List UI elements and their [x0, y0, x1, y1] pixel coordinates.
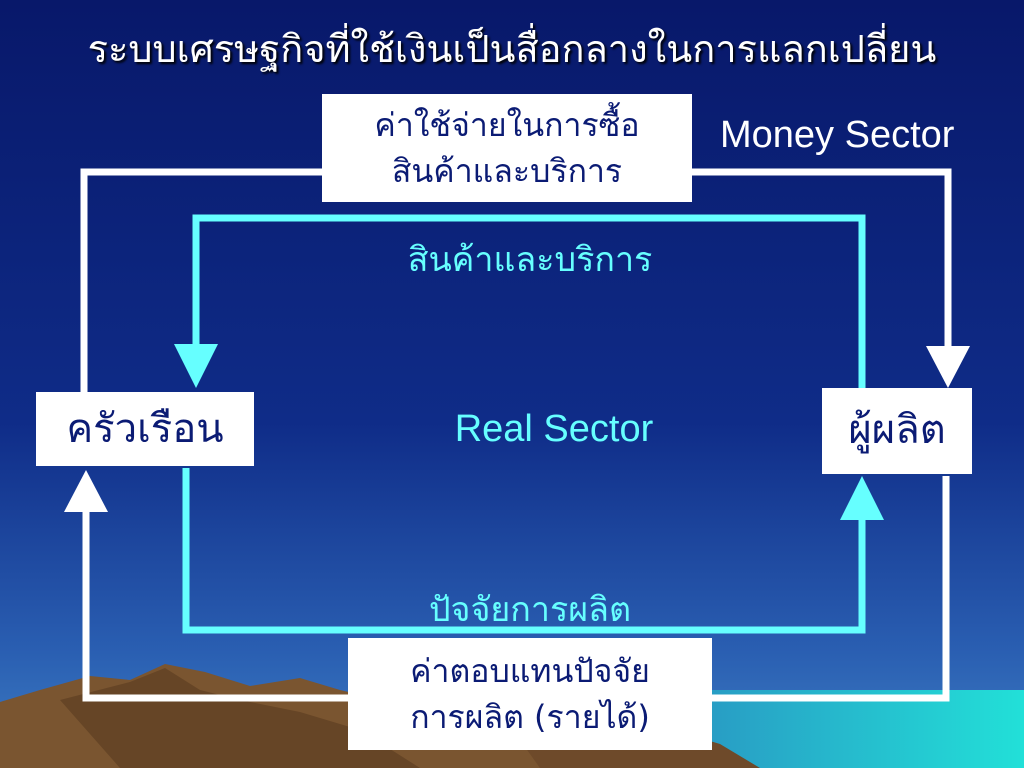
- page-title: ระบบเศรษฐกิจที่ใช้เงินเป็นสื่อกลางในการแ…: [87, 27, 937, 71]
- factor-payment-line-2: การผลิต (รายได้): [410, 698, 650, 736]
- real-flow-top: [192, 214, 866, 392]
- producers-label: ผู้ผลิต: [848, 407, 946, 453]
- arrow-down-producers: [926, 346, 970, 388]
- money-sector-label: Money Sector: [720, 114, 955, 156]
- factors-label: ปัจจัยการผลิต: [428, 590, 632, 630]
- factor-payment-line-1: ค่าตอบแทนปัจจัย: [410, 652, 650, 690]
- arrow-up-households: [64, 470, 108, 512]
- arrow-up-producers: [840, 476, 884, 520]
- expenditure-box: ค่าใช้จ่ายในการซื้อ สินค้าและบริการ: [322, 94, 692, 202]
- producers-box: ผู้ผลิต: [822, 388, 972, 474]
- goods-services-label: สินค้าและบริการ: [407, 240, 653, 280]
- arrow-down-households: [174, 344, 218, 388]
- expenditure-line-2: สินค้าและบริการ: [391, 152, 623, 190]
- expenditure-line-1: ค่าใช้จ่ายในการซื้อ: [374, 106, 640, 144]
- money-flow-bottom: [82, 476, 950, 702]
- real-sector-label: Real Sector: [454, 408, 654, 450]
- money-flow-top: [80, 168, 952, 392]
- factor-payment-box: ค่าตอบแทนปัจจัย การผลิต (รายได้): [348, 638, 712, 750]
- real-flow-bottom: [182, 468, 866, 634]
- households-box: ครัวเรือน: [36, 392, 254, 466]
- households-label: ครัวเรือน: [66, 406, 224, 452]
